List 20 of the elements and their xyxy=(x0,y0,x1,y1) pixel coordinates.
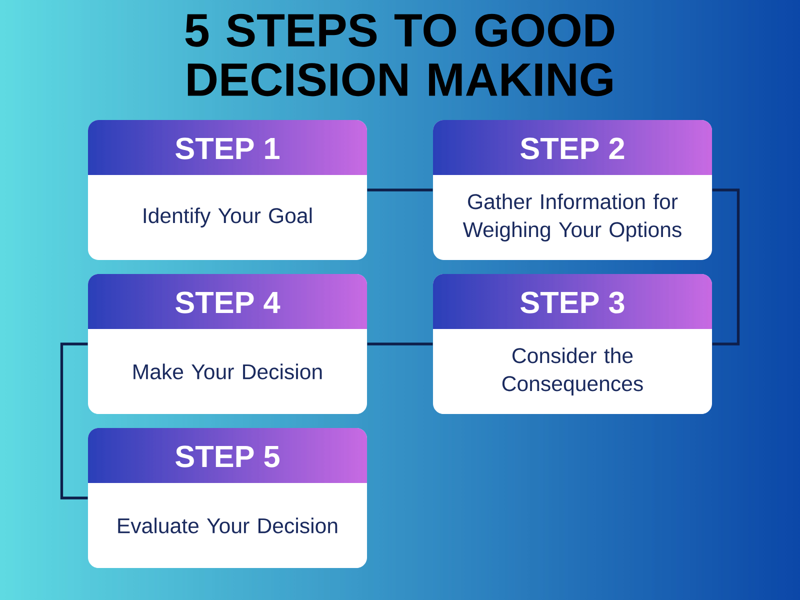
step-heading: STEP 1 xyxy=(176,138,280,160)
step-heading: STEP 4 xyxy=(176,292,280,314)
step-card xyxy=(88,120,367,260)
step-description: Gather Information for Weighing Your Options xyxy=(462,194,682,242)
title: 5 STEPS TO GOOD DECISION MAKING xyxy=(185,14,614,96)
step-description: Identify Your Goal xyxy=(144,208,312,228)
step-card xyxy=(88,428,367,568)
connector-line xyxy=(367,188,433,192)
step-heading: STEP 2 xyxy=(520,138,624,160)
step-description: Make Your Decision xyxy=(134,364,322,380)
step-description: Evaluate Your Decision xyxy=(118,518,338,534)
connector-line xyxy=(60,342,88,500)
step-heading: STEP 3 xyxy=(520,292,624,314)
step-card xyxy=(433,274,712,414)
step-heading: STEP 5 xyxy=(176,446,280,468)
step-card xyxy=(433,120,712,260)
connector-line xyxy=(712,188,740,346)
step-card xyxy=(88,274,367,414)
connector-line xyxy=(367,342,433,346)
step-description: Consider the Consequences xyxy=(502,348,643,396)
